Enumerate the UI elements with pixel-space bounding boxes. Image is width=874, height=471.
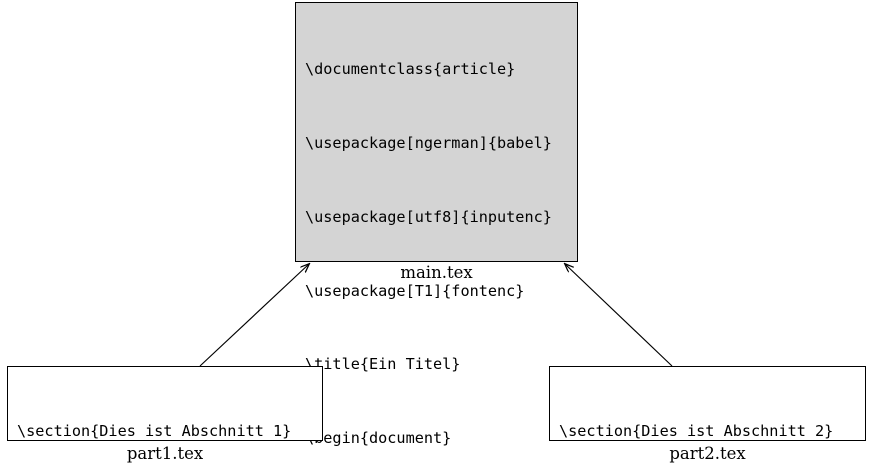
code-line: \section{Dies ist Abschnitt 2}: [559, 422, 834, 441]
code-line: \title{Ein Titel}: [305, 355, 461, 374]
part1-tex-code-box: \section{Dies ist Abschnitt 1} Hier ein …: [7, 366, 323, 441]
connector-part1-to-main: [199, 264, 309, 367]
code-line: \usepackage[ngerman]{babel}: [305, 133, 552, 152]
main-tex-code-box: \documentclass{article} \usepackage[nger…: [295, 2, 578, 447]
connector-part2-to-main: [565, 264, 673, 367]
main-tex-caption: main.tex: [400, 263, 473, 282]
part2-tex-caption: part2.tex: [669, 444, 746, 463]
part2-tex-code-box: \section{Dies ist Abschnitt 2} Hier ein …: [549, 366, 866, 441]
code-line: \section{Dies ist Abschnitt 1}: [17, 422, 292, 441]
code-line: \usepackage[utf8]{inputenc}: [305, 207, 552, 226]
code-line: \begin{document}: [305, 429, 452, 448]
code-line: \documentclass{article}: [305, 60, 516, 79]
code-line: \usepackage[T1]{fontenc}: [305, 281, 525, 300]
part1-tex-caption: part1.tex: [126, 444, 204, 463]
